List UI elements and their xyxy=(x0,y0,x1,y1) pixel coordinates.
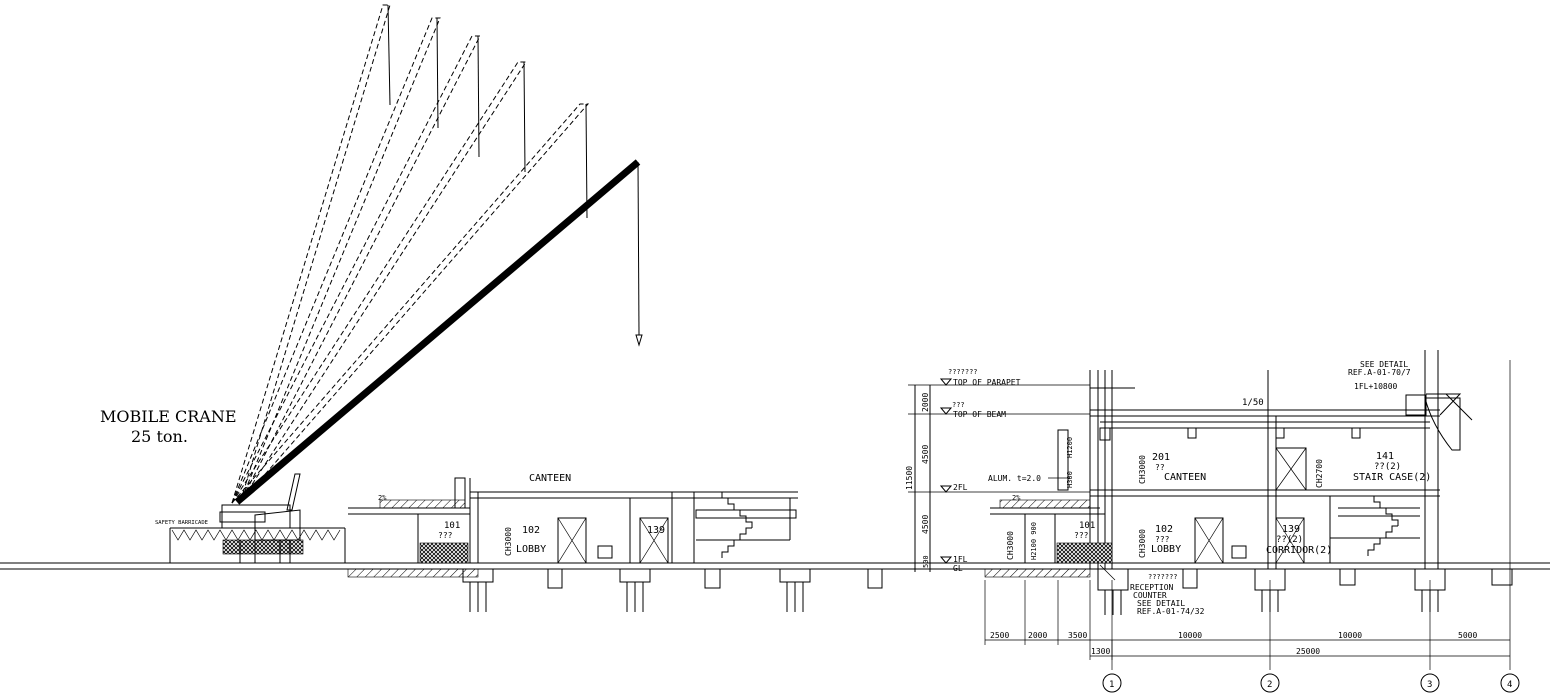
dim-v-4500b: 4500 xyxy=(921,515,930,534)
slope-label: 1/50 xyxy=(1242,398,1264,408)
level-parapet: TOP OF PARAPET xyxy=(953,378,1021,387)
crane-boom-swing-positions xyxy=(231,4,590,504)
room-101-no: 101 xyxy=(1079,521,1095,531)
room-139-code: ??(2) xyxy=(1276,535,1303,545)
dim-h-25000: 25000 xyxy=(1296,647,1320,656)
room-141-name: STAIR CASE(2) xyxy=(1353,472,1431,483)
left-room-101-no: 101 xyxy=(444,521,460,531)
dim-v-ch3000-left: CH3000 xyxy=(1006,531,1015,560)
level-parapet-code: ??????? xyxy=(948,368,978,376)
room-102-code: ??? xyxy=(1155,535,1170,544)
room-102-name: LOBBY xyxy=(1151,544,1181,555)
ref-top: REF.A-01-70/7 xyxy=(1348,368,1411,377)
grid-label-2: 2 xyxy=(1267,680,1272,690)
dim-h-10000b: 10000 xyxy=(1338,631,1362,640)
room-102-no: 102 xyxy=(1155,524,1173,535)
dim-h-3500: 3500 xyxy=(1068,631,1087,640)
reception-code: ??????? xyxy=(1148,573,1178,581)
mobile-crane xyxy=(169,4,643,564)
grid-bubble-1 xyxy=(1102,673,1122,693)
room-139-no: 139 xyxy=(1282,524,1300,535)
left-room-101-name: ??? xyxy=(438,531,453,540)
barricade-label: SAFETY BARRICADE xyxy=(155,520,208,526)
reception-label: RECEPTION xyxy=(1130,583,1174,592)
room-201-code: ?? xyxy=(1155,463,1165,472)
right-building-section xyxy=(908,350,1520,693)
left-canteen-label: CANTEEN xyxy=(529,473,571,484)
grid-label-4: 4 xyxy=(1507,680,1512,690)
left-room-102-name: LOBBY xyxy=(516,544,546,555)
safety-barricade xyxy=(169,527,346,563)
grid-bubble-3 xyxy=(1420,673,1440,693)
dim-v-500: 500 xyxy=(922,555,930,568)
right-pct: 2% xyxy=(1012,494,1021,502)
dim-v-ch3000-1f: CH3000 xyxy=(1138,529,1147,558)
level-beam: TOP OF BEAM xyxy=(953,410,1006,419)
dim-h-2000: 2000 xyxy=(1028,631,1047,640)
crane-hook xyxy=(635,334,643,347)
see-detail-top: SEE DETAIL xyxy=(1360,360,1408,369)
level-beam-code: ??? xyxy=(952,401,965,409)
grid-label-1: 1 xyxy=(1109,680,1114,690)
dim-h-10000a: 10000 xyxy=(1178,631,1202,640)
dim-v-h1200: H1200 xyxy=(1066,437,1074,458)
dim-v-4500a: 4500 xyxy=(921,445,930,464)
ref-bottom: REF.A-01-74/32 xyxy=(1137,607,1205,616)
left-footings xyxy=(462,568,883,612)
level-1fl: 1FL xyxy=(953,555,968,564)
room-201-name: CANTEEN xyxy=(1164,472,1206,483)
dim-v-h300: H300 xyxy=(1066,471,1074,488)
dim-v-2000: 2000 xyxy=(921,393,930,412)
left-room-102-no: 102 xyxy=(522,525,540,536)
crane-title-line1: MOBILE CRANE xyxy=(100,407,237,426)
room-141-code: ??(2) xyxy=(1374,462,1401,472)
room-141-no: 141 xyxy=(1376,451,1394,462)
left-room-102-ch: CH3000 xyxy=(504,527,513,556)
left-room-139-no: 139 xyxy=(647,525,665,536)
crane-title-line2: 25 ton. xyxy=(131,427,188,446)
dim-v-h2100: H2100 900 xyxy=(1030,522,1038,560)
crane-boom xyxy=(234,159,641,505)
ground-line xyxy=(0,562,1550,570)
grid-bubble-4 xyxy=(1500,673,1520,693)
counter-label: COUNTER xyxy=(1133,591,1167,600)
dim-v-ch2700: CH2700 xyxy=(1315,459,1324,488)
grid-label-3: 3 xyxy=(1427,680,1432,690)
grid-bubble-2 xyxy=(1260,673,1280,693)
dim-h-2500: 2500 xyxy=(990,631,1009,640)
left-building-section xyxy=(347,477,883,612)
dim-v-total: 11500 xyxy=(905,466,914,490)
dim-h-5000: 5000 xyxy=(1458,631,1477,640)
dim-v-ch3000-2f: CH3000 xyxy=(1138,455,1147,484)
see-detail-bottom: SEE DETAIL xyxy=(1137,599,1185,608)
level-gl: GL xyxy=(953,564,963,573)
room-139-name: CORRIDOR(2) xyxy=(1266,545,1332,556)
room-101-code: ??? xyxy=(1074,531,1089,540)
alum-label: ALUM. t=2.0 xyxy=(988,474,1041,483)
room-201-no: 201 xyxy=(1152,452,1170,463)
level-2fl: 2FL xyxy=(953,483,968,492)
level-1fl-elev: 1FL+10800 xyxy=(1354,382,1398,391)
left-pct: 2% xyxy=(378,494,387,502)
dim-h-1300: 1300 xyxy=(1091,647,1110,656)
